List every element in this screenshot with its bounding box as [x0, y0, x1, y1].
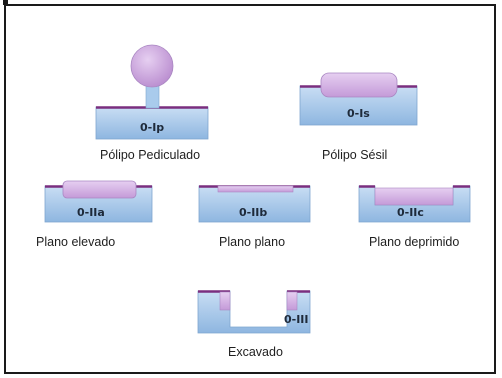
flat-lesion [217, 185, 294, 193]
lesion-0-iia: 0-IIa [44, 180, 153, 223]
ulcer-wall-left [219, 291, 231, 311]
caption-0-iia: Plano elevado [36, 235, 116, 249]
lesion-code: 0-III [284, 313, 309, 326]
lesion-code: 0-Is [347, 107, 370, 120]
ulcer-wall-right [286, 291, 298, 311]
lesion-code: 0-IIc [397, 206, 424, 219]
frame-corner-mark [3, 0, 8, 5]
lesion-0-iii: 0-III [197, 290, 311, 334]
lesion-0-iic: 0-IIc [358, 185, 471, 223]
caption-0-is: Pólipo Sésil [322, 148, 388, 162]
lesion-0-iib: 0-IIb [198, 185, 311, 223]
polyp-head [130, 44, 174, 88]
lesion-code: 0-IIa [77, 206, 105, 219]
lesion-code: 0-IIb [239, 206, 267, 219]
sessile-lesion [320, 72, 398, 98]
caption-0-iii: Excavado [228, 345, 283, 359]
caption-0-ip: Pólipo Pediculado [100, 148, 201, 162]
lesion-code: 0-Ip [140, 121, 164, 134]
elevated-lesion [62, 180, 137, 199]
mucosa-block [95, 106, 209, 140]
depressed-lesion [374, 187, 454, 206]
lesion-0-ip: 0-Ip [95, 44, 209, 140]
lesion-0-is: 0-Is [299, 72, 418, 126]
caption-0-iib: Plano plano [219, 235, 286, 249]
caption-0-iic: Plano deprimido [369, 235, 460, 249]
stalk [145, 85, 160, 109]
